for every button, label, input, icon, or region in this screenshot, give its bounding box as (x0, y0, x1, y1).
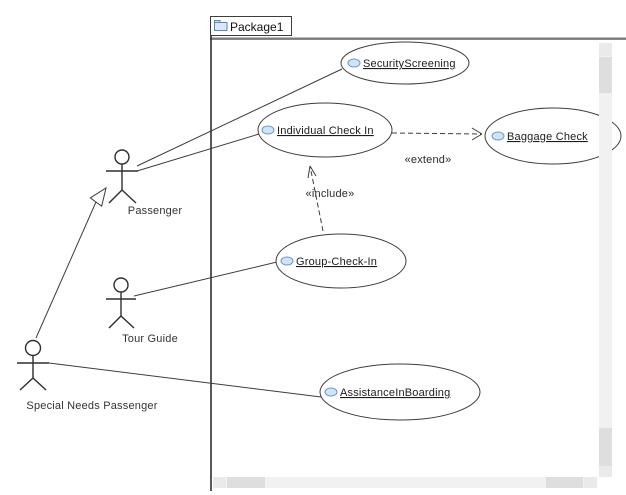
actor-special-needs-passenger[interactable]: Special Needs Passenger (17, 339, 158, 413)
association-passenger-individualcheckin[interactable] (136, 133, 260, 172)
actor-icon (24, 339, 42, 357)
folder-icon (214, 20, 228, 31)
use-case-assistance-in-boarding[interactable]: AssistanceInBoarding (319, 363, 481, 421)
generalization-triangle (89, 186, 107, 207)
actor-label: Special Needs Passenger (26, 400, 157, 412)
arrowhead (307, 165, 311, 179)
use-case-ellipse[interactable] (319, 363, 481, 421)
oval-icon (491, 131, 505, 141)
package-tab[interactable] (210, 16, 292, 36)
arrowhead (471, 127, 483, 135)
use-case-baggage-check[interactable]: Baggage Check (484, 107, 622, 165)
association-specialneeds-assistance[interactable] (48, 362, 322, 398)
actor-label: Tour Guide (122, 333, 178, 345)
package-frame: Package1 (210, 16, 626, 491)
actor-label: Passenger (128, 205, 183, 217)
vertical-scrollbar-lower-block[interactable] (599, 428, 612, 466)
oval-icon (324, 387, 338, 397)
association-passenger-securityscreening[interactable] (136, 68, 343, 167)
use-case-ellipse[interactable] (257, 102, 393, 158)
use-case-security-screening[interactable]: SecurityScreening (340, 41, 470, 85)
package-name: Package1 (230, 20, 284, 34)
association-tourguide-groupcheckin[interactable] (133, 261, 278, 297)
extend-label: «extend» (405, 154, 452, 166)
oval-icon (280, 256, 294, 266)
horizontal-scrollbar[interactable] (213, 477, 597, 488)
use-case-ellipse[interactable] (484, 107, 622, 165)
oval-icon (347, 58, 361, 68)
scroll-left-button[interactable] (213, 477, 226, 488)
vertical-scrollbar[interactable] (599, 43, 612, 477)
use-case-label: Individual Check In (277, 125, 374, 137)
include-relationship[interactable]: «include» (306, 165, 355, 232)
scroll-up-button[interactable] (599, 43, 612, 56)
use-case-individual-check-in[interactable]: Individual Check In (257, 102, 393, 158)
actor-icon (114, 149, 130, 165)
package-frame-top-border (210, 37, 626, 40)
include-label: «include» (306, 188, 355, 200)
oval-icon (261, 125, 275, 135)
use-case-ellipse[interactable] (275, 233, 407, 289)
actor-tour-guide[interactable]: Tour Guide (106, 277, 178, 345)
horizontal-scrollbar-thumb[interactable] (227, 477, 265, 488)
use-case-ellipse[interactable] (340, 41, 470, 85)
use-case-label: Baggage Check (507, 131, 588, 143)
actor-icon (113, 277, 129, 293)
scroll-right-button[interactable] (584, 477, 597, 488)
scroll-down-button[interactable] (599, 466, 612, 477)
use-case-group-check-in[interactable]: Group-Check-In (275, 233, 407, 289)
extend-relationship[interactable]: «extend» (391, 127, 483, 166)
use-case-label: AssistanceInBoarding (340, 387, 450, 399)
actor-passenger[interactable]: Passenger (106, 149, 183, 217)
use-case-label: SecurityScreening (363, 58, 456, 70)
horizontal-scrollbar-right-block[interactable] (546, 477, 583, 488)
use-case-label: Group-Check-In (296, 256, 377, 268)
vertical-scrollbar-thumb[interactable] (599, 57, 612, 93)
generalization-specialneeds-passenger[interactable] (35, 186, 107, 339)
